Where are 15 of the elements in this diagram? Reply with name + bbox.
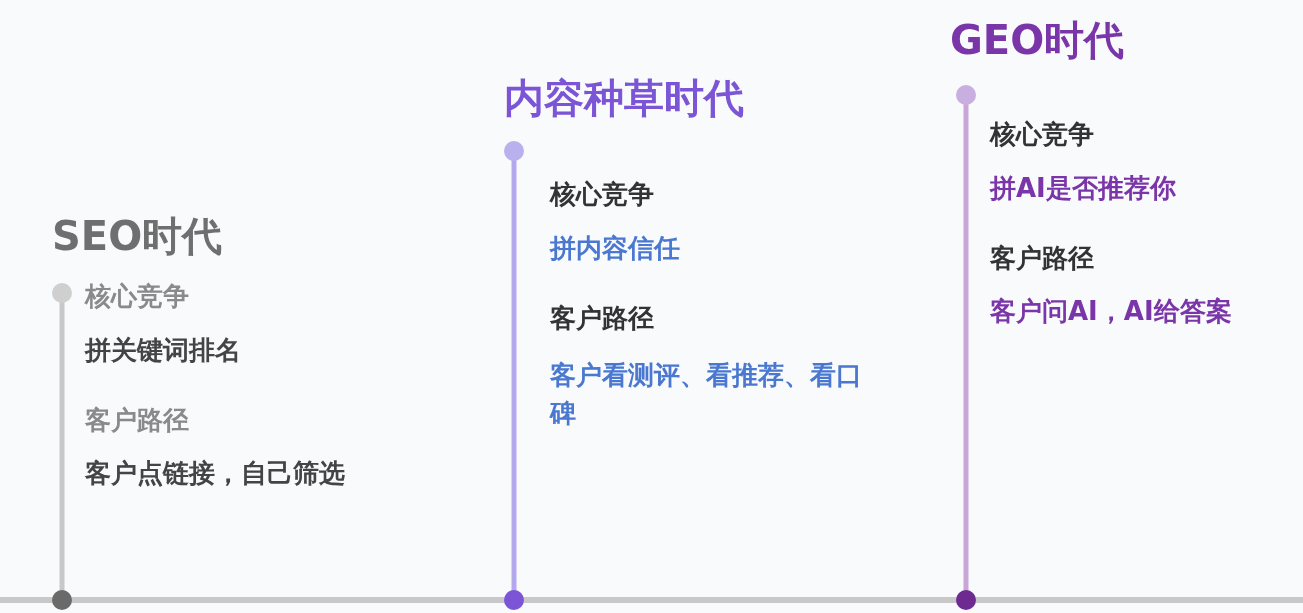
category-value: 拼内容信任 (550, 232, 680, 265)
era-heading: 内容种草时代 (504, 74, 744, 123)
category-label: 客户路径 (85, 404, 189, 437)
era-heading: GEO时代 (950, 16, 1125, 65)
category-label: 核心竞争 (550, 178, 654, 211)
category-value: 客户点链接，自己筛选 (85, 457, 345, 490)
category-label: 核心竞争 (990, 118, 1094, 151)
era-heading: SEO时代 (52, 212, 223, 261)
category-value: 客户看测评、看推荐、看口碑 (550, 359, 863, 430)
category-value: 拼关键词排名 (85, 334, 241, 367)
category-label: 核心竞争 (85, 280, 189, 313)
category-label: 客户路径 (550, 302, 654, 335)
category-value: 客户问AI，AI给答案 (990, 295, 1232, 328)
category-label: 客户路径 (990, 242, 1094, 275)
category-value: 拼AI是否推荐你 (990, 172, 1176, 205)
